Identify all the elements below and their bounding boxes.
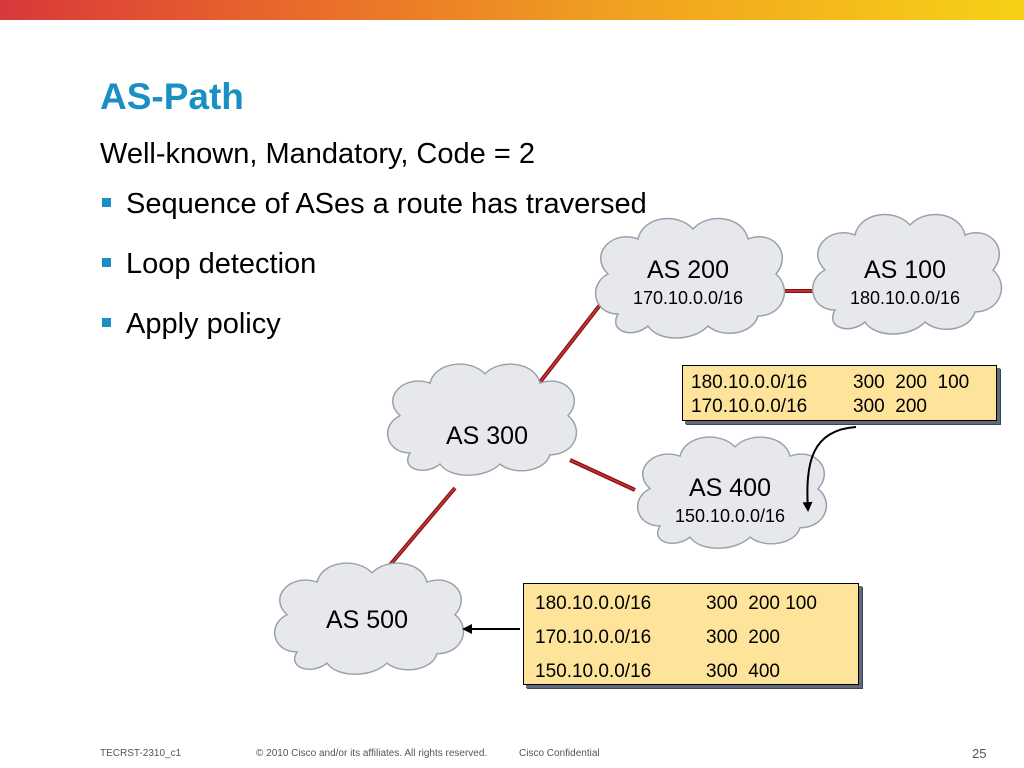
node-prefix: 180.10.0.0/16 [849, 288, 961, 308]
node-label: AS 500 [325, 606, 408, 634]
node-label: AS 400 [688, 474, 771, 502]
bullet-square-icon [102, 258, 111, 267]
footer-code: TECRST-2310_c1 [100, 748, 182, 759]
node-label: AS 300 [445, 422, 528, 450]
arrow-to-as400 [802, 426, 857, 512]
cloud-as300 [386, 363, 578, 476]
node-label: AS 100 [863, 256, 946, 284]
bullet-list: Sequence of ASes a route has traversed L… [100, 184, 647, 364]
footer-copyright: © 2010 Cisco and/or its affiliates. All … [256, 748, 488, 759]
top-gradient-bar [0, 0, 1024, 20]
node-as300: AS 300 [409, 422, 565, 451]
bullet-item: Apply policy [100, 304, 647, 364]
slide-subtitle: Well-known, Mandatory, Code = 2 [100, 138, 535, 170]
node-as100: AS 100 180.10.0.0/16 [827, 256, 983, 309]
node-label: AS 200 [646, 256, 729, 284]
bullet-square-icon [102, 318, 111, 327]
node-prefix: 170.10.0.0/16 [632, 288, 744, 308]
slide-title: AS-Path [100, 76, 244, 117]
page-number: 25 [972, 746, 987, 761]
node-as400: AS 400 150.10.0.0/16 [652, 474, 808, 527]
node-prefix: 150.10.0.0/16 [674, 506, 786, 526]
node-as500: AS 500 [289, 606, 445, 635]
bullet-item: Loop detection [100, 244, 647, 304]
footer-confidential: Cisco Confidential [519, 748, 600, 759]
bullet-square-icon [102, 198, 111, 207]
node-as200: AS 200 170.10.0.0/16 [610, 256, 766, 309]
bullet-item: Sequence of ASes a route has traversed [100, 184, 647, 244]
